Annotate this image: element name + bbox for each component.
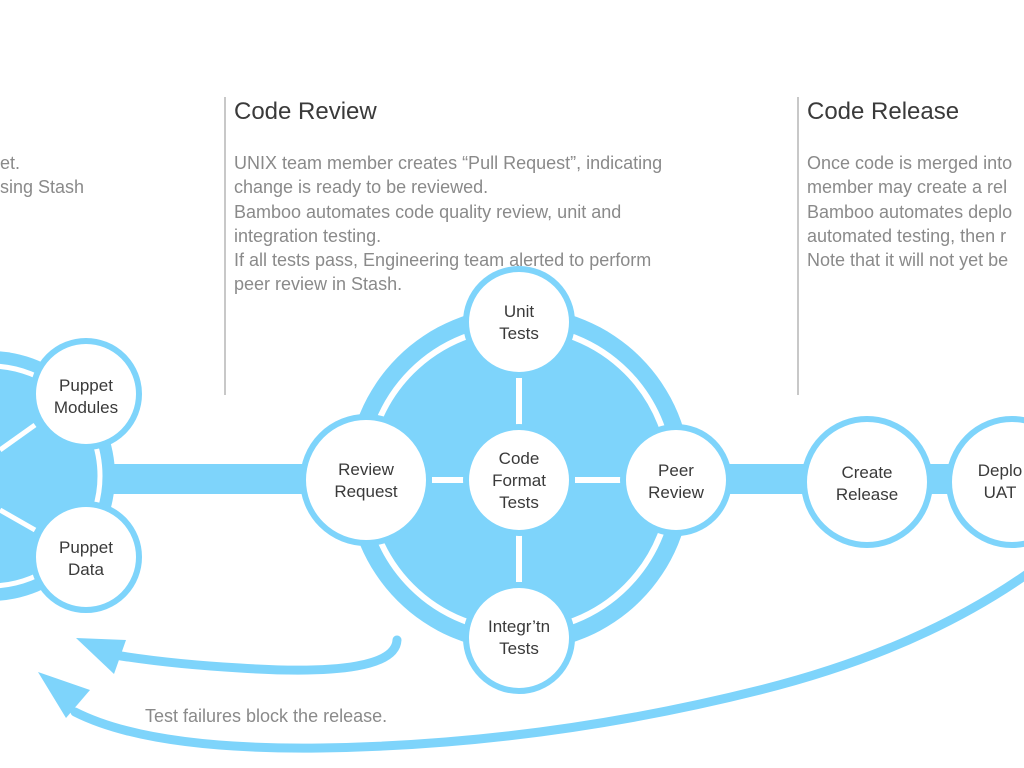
node-circle-review-request — [300, 414, 432, 546]
node-circle-deploy-uat — [946, 416, 1024, 548]
connector-bar-left — [95, 464, 335, 494]
node-label-line: Puppet — [59, 376, 113, 395]
code-review-description: UNIX team member creates “Pull Request”,… — [234, 151, 662, 297]
divider-code-release — [797, 97, 799, 395]
left-section-line: et. — [0, 153, 21, 173]
description-line: Bamboo automates deplo — [807, 201, 1013, 222]
node-label-line: Format — [492, 471, 546, 490]
node-label-line: Create — [841, 463, 892, 482]
node-circle-integration-tests — [463, 582, 575, 694]
node-circle-code-format — [463, 424, 575, 536]
node-label-line: Review — [648, 483, 704, 502]
node-label-line: Tests — [499, 493, 539, 512]
description-line: member may create a rel — [807, 177, 1008, 198]
node-circle-unit-tests — [463, 266, 575, 378]
left-section-text: et. sing Stash — [0, 151, 84, 200]
arrowhead-release — [38, 672, 90, 718]
node-label-line: Request — [334, 482, 398, 501]
node-label-line: Unit — [504, 302, 535, 321]
divider-code-review — [224, 97, 226, 395]
test-failures-note: Test failures block the release. — [145, 706, 388, 726]
node-label-line: UAT — [984, 483, 1017, 502]
description-line: peer review in Stash. — [234, 274, 403, 295]
description-line: Note that it will not yet be — [807, 250, 1009, 271]
node-circle-peer-review — [620, 424, 732, 536]
node-circle-puppet-modules — [30, 338, 142, 450]
code-release-title: Code Release — [807, 98, 960, 125]
node-label-line: Tests — [499, 639, 539, 658]
node-label-line: Data — [68, 560, 104, 579]
code-review-title: Code Review — [234, 98, 377, 125]
feedback-arrow-release — [38, 570, 1024, 753]
description-line: automated testing, then r — [807, 225, 1007, 246]
code-release-description: Once code is merged into member may crea… — [807, 151, 1012, 272]
description-line: integration testing. — [234, 225, 382, 246]
node-label-line: Modules — [54, 398, 118, 417]
description-line: UNIX team member creates “Pull Request”,… — [234, 153, 663, 173]
feedback-arrow-review — [76, 635, 402, 675]
node-label-line: Release — [836, 485, 898, 504]
node-label-line: Code — [499, 449, 540, 468]
node-circle-create-release — [801, 416, 933, 548]
node-circle-puppet-data — [30, 501, 142, 613]
arrowhead-review — [76, 638, 126, 674]
node-label-line: Deplo — [978, 461, 1022, 480]
description-line: If all tests pass, Engineering team aler… — [234, 250, 652, 271]
left-section-line: sing Stash — [0, 177, 85, 198]
node-label-line: Tests — [499, 324, 539, 343]
node-label-line: Puppet — [59, 538, 113, 557]
description-line: Bamboo automates code quality review, un… — [234, 201, 622, 222]
node-label-line: Integr’tn — [488, 617, 550, 636]
description-line: change is ready to be reviewed. — [234, 177, 489, 198]
node-label-line: Peer — [658, 461, 694, 480]
node-label-line: Review — [338, 460, 394, 479]
description-line: Once code is merged into — [807, 153, 1013, 173]
